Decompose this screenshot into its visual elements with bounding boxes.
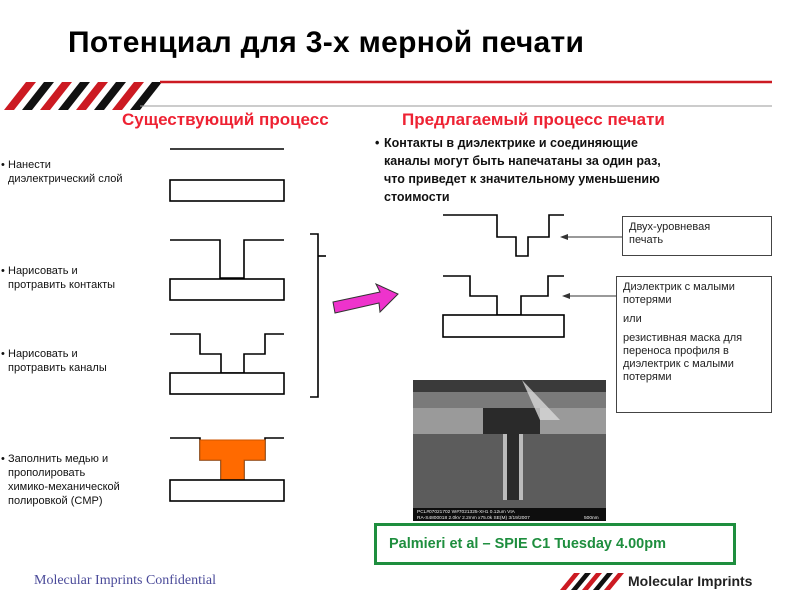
sem-caption: PCL#07021702 W#7021325-XH1 0.12um VIA [417,509,516,515]
footer-confidential: Molecular Imprints Confidential [34,573,216,588]
step4-diagram [169,437,285,502]
bracket [310,233,319,398]
two-level-profile [443,214,564,257]
callout-dielectric: Диэлектрик с малыми потерями или резисти… [616,276,772,413]
page-title: Потенциал для 3-х мерной печати [68,26,585,59]
reference-box: Palmieri et al – SPIE C1 Tuesday 4.00pm [374,523,736,565]
step2-diagram [169,239,285,301]
dielectric-profile [442,275,565,338]
callout-arrow-1 [560,234,622,240]
step3-diagram [169,333,285,395]
sem-image [413,380,606,521]
callout-arrow-2 [562,293,616,299]
logo-hatch-icon [560,573,624,590]
step-4-label: • Заполнить медью и прополировать химико… [1,453,120,507]
arrow-right-icon [332,282,399,314]
footer-logo-text: Molecular Imprints [628,573,753,589]
proposed-description: • Контакты в диэлектрике и соединяющие к… [375,136,661,204]
copper-fill [199,439,266,481]
sem-scale: 500nm [584,515,599,521]
existing-heading: Существующий процесс [122,110,329,129]
step-3-label: • Нарисовать и протравить каналы [1,348,107,374]
step1-diagram [169,148,285,202]
step-2-label: • Нарисовать и протравить контакты [1,265,116,291]
proposed-heading: Предлагаемый процесс печати [402,110,665,129]
sem-caption-2: RA-S4800018 2.0kV 2.2mm x75.0k SE(M) 3/1… [417,515,530,521]
callout-two-level: Двух-уровневая печать [622,216,772,256]
header-hatch-icon [4,82,162,110]
step-1-label: • Нанести диэлектрический слой [1,159,123,185]
